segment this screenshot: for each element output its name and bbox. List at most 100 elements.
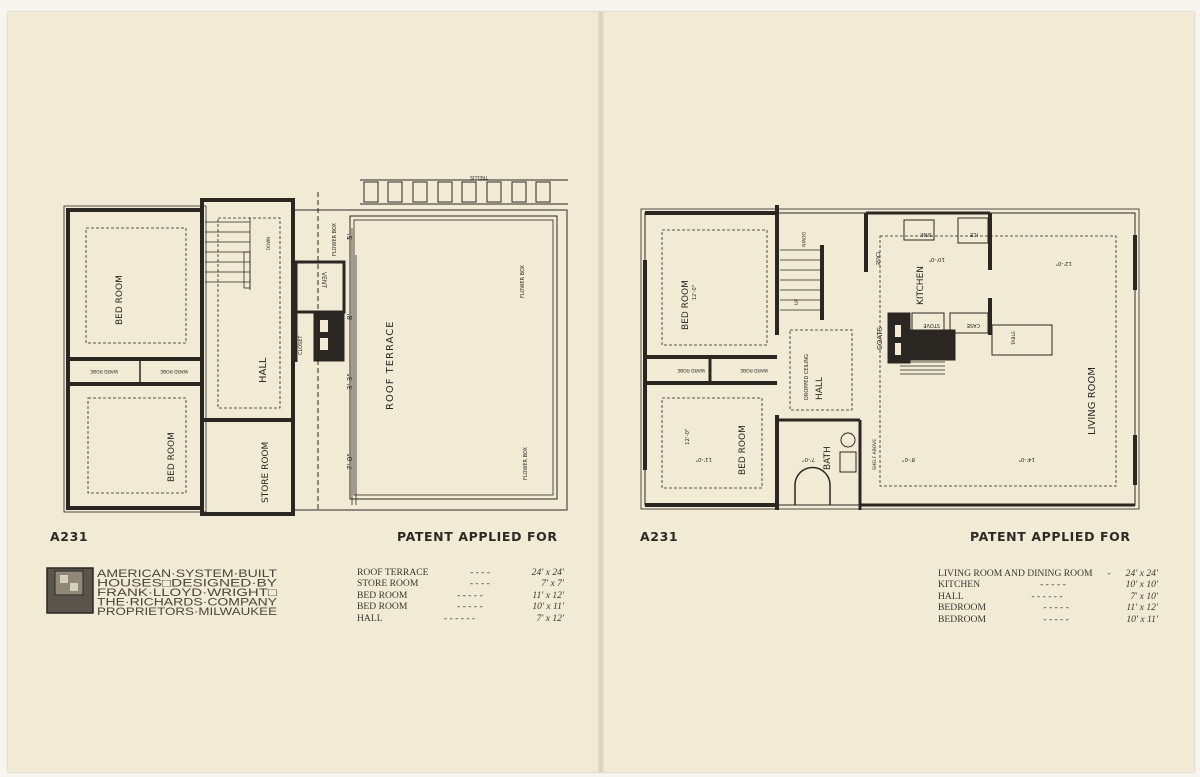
room-name: LIVING ROOM AND DINING ROOM xyxy=(938,568,1093,579)
label-trellis: TRELLIS xyxy=(470,174,489,180)
label-sink: SINK xyxy=(920,231,932,237)
logo-line-1: AMERICAN·SYSTEM·BUILT xyxy=(97,568,277,580)
richards-company-logo: AMERICAN·SYSTEM·BUILT HOUSES□DESIGNED·BY… xyxy=(46,567,278,618)
room-size: 11' x 12' xyxy=(1126,602,1158,614)
room-size: 10' x 11' xyxy=(1126,613,1158,625)
staircase xyxy=(780,249,820,311)
room-row: BEDROOM - - - - - 10' x 11' xyxy=(938,614,1158,625)
room-size: 7' x 10' xyxy=(1130,590,1158,602)
room-row: KITCHEN - - - - - 10' x 10' xyxy=(938,579,1158,590)
room-name: BEDROOM xyxy=(938,602,986,614)
label-hall: HALL xyxy=(815,377,825,400)
left-floor-plan: BED ROOM BED ROOM HALL STORE ROOM ROOF T… xyxy=(63,174,568,516)
label-table: TABLE xyxy=(1011,331,1017,346)
label-ward-robe-1: WARD ROBE xyxy=(677,367,705,373)
leader: - - - - - xyxy=(457,601,483,613)
room-name: HALL xyxy=(357,612,383,624)
dim-3ft-3in: 3'-3" xyxy=(346,373,354,390)
logo-line-2: HOUSES□DESIGNED·BY xyxy=(97,578,278,590)
room-row: HALL - - - - - - 7' x 10' xyxy=(938,591,1158,602)
label-hall: HALL xyxy=(258,357,269,383)
room-name: ROOF TERRACE xyxy=(357,567,429,578)
dim-8ft: 8' xyxy=(346,314,354,320)
room-name: BED ROOM xyxy=(357,601,408,613)
label-up: UP xyxy=(794,299,800,305)
right-floor-plan: BED ROOM BED ROOM DROPPED CEILING HALL K… xyxy=(640,205,1140,510)
label-bed-room-top: BED ROOM xyxy=(681,280,691,330)
leader: - - - - - xyxy=(1043,602,1069,614)
left-room-sizes-table: ROOF TERRACE- - - -24' x 24' STORE ROOM-… xyxy=(357,567,564,624)
room-size: 11' x 12' xyxy=(532,589,564,601)
label-ice: ICE xyxy=(970,231,978,237)
dim-living: 12'-0" xyxy=(1055,260,1072,266)
room-name: BEDROOM xyxy=(938,613,986,625)
label-flower-box-3: FLOWER BOX xyxy=(523,446,529,480)
dim-7ft: 7'-0" xyxy=(346,453,354,470)
label-coats: COATS xyxy=(876,326,884,350)
leader: - - - - - xyxy=(1040,579,1066,591)
dim-bed-top: 12'-0" xyxy=(692,285,698,300)
label-case-2: CASE xyxy=(967,322,980,328)
room-name: HALL xyxy=(938,590,964,602)
vent-shaft xyxy=(294,260,346,314)
leader: - - - - - - xyxy=(443,612,476,624)
logo-line-5: PROPRIETORS·MILWAUKEE xyxy=(97,606,277,618)
label-bed-room-bottom: BED ROOM xyxy=(167,432,177,482)
trellis xyxy=(360,179,568,205)
logo-line-3: FRANK·LLOYD·WRIGHT□ xyxy=(97,587,277,599)
room-name: BED ROOM xyxy=(357,589,408,601)
leader: - - - - - xyxy=(1043,613,1069,625)
label-living-room: LIVING ROOM xyxy=(1087,367,1098,435)
label-roof-terrace: ROOF TERRACE xyxy=(385,320,396,410)
label-dropped-ceiling: DROPPED CEILING xyxy=(804,354,810,400)
label-vent: VENT xyxy=(320,272,327,288)
leader: - - - - xyxy=(469,578,490,590)
label-kitchen: KITCHEN xyxy=(916,266,926,305)
label-ward-robe-2: WARD ROBE xyxy=(160,368,188,374)
right-room-sizes-table: LIVING ROOM AND DINING ROOM - 24' x 24' KI… xyxy=(938,568,1158,625)
leader: - - - - - xyxy=(457,589,483,601)
room-row: STORE ROOM- - - -7' x 7' xyxy=(357,578,564,589)
right-patent-note: PATENT APPLIED FOR xyxy=(970,529,1131,544)
hall-block-walls xyxy=(200,198,295,516)
room-size: 24' x 24' xyxy=(531,567,564,578)
room-size: 10' x 11' xyxy=(532,601,564,613)
dim-8ft: 8'-0" xyxy=(902,456,915,462)
left-patent-note: PATENT APPLIED FOR xyxy=(397,529,558,544)
room-size: 7' x 12' xyxy=(536,612,564,624)
label-bath: BATH xyxy=(823,446,833,470)
room-size: 7' x 7' xyxy=(541,578,564,590)
room-name: KITCHEN xyxy=(938,579,981,591)
label-shelf-above: SHELF ABOVE xyxy=(872,439,878,470)
label-stove: STOVE xyxy=(923,322,940,328)
right-plan-code: A231 xyxy=(640,529,679,544)
room-row: LIVING ROOM AND DINING ROOM - 24' x 24' xyxy=(938,568,1158,579)
roof-terrace-outline xyxy=(292,209,568,511)
dim-bath: 7'-0" xyxy=(802,456,815,462)
left-plan-code: A231 xyxy=(50,529,89,544)
logo-line-4: THE·RICHARDS·COMPANY xyxy=(97,597,278,609)
label-bed-room-bottom: BED ROOM xyxy=(738,425,748,475)
room-row: ROOF TERRACE - - - - 24' x 24' xyxy=(357,567,564,578)
label-case-1: CASE xyxy=(874,252,880,265)
label-flower-box-1: FLOWER BOX xyxy=(332,222,338,256)
room-size: 24' x 24' xyxy=(1125,568,1158,579)
label-ward-robe-1: WARD ROBE xyxy=(90,368,118,374)
room-row: BEDROOM - - - - - 11' x 12' xyxy=(938,602,1158,613)
leader: - - - - xyxy=(470,567,491,578)
leader: - xyxy=(1107,568,1111,579)
label-bed-room-top: BED ROOM xyxy=(115,275,125,325)
room-row: BED ROOM - - - - - 11' x 12' xyxy=(357,590,564,601)
label-down: DOWN xyxy=(800,232,806,247)
room-row: BED ROOM - - - - - 10' x 11' xyxy=(357,601,564,612)
dim-bed-height: 12'-0" xyxy=(685,428,691,445)
leader: - - - - - - xyxy=(1031,590,1063,602)
room-size: 10' x 10' xyxy=(1125,579,1158,591)
dim-5ft: 5' xyxy=(346,234,354,240)
label-closet: CLOSET xyxy=(298,335,304,355)
page-fold xyxy=(598,12,604,772)
label-down: DOWN xyxy=(266,237,271,250)
dim-kitchen: 10'-0" xyxy=(928,256,945,262)
label-flower-box-2: FLOWER BOX xyxy=(520,264,526,298)
